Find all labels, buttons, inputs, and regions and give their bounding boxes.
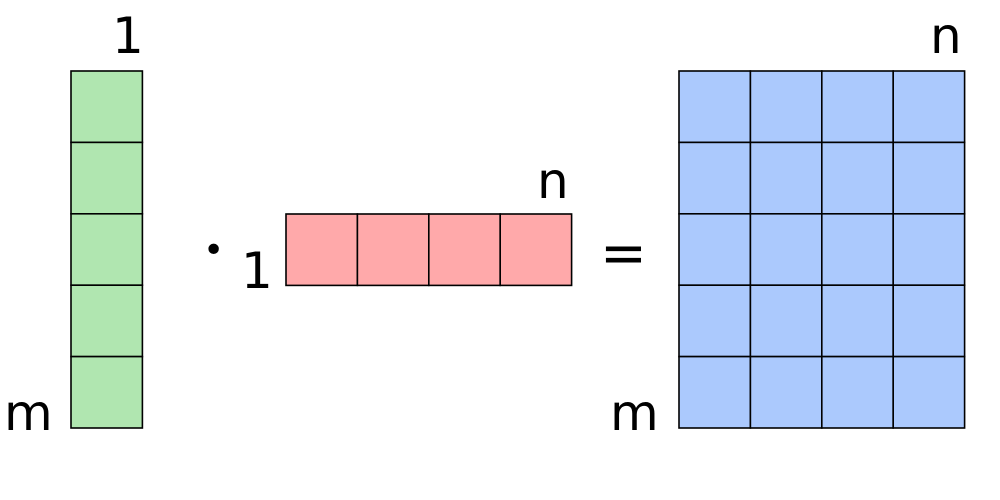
result-matrix-cell [678, 355, 752, 429]
result-matrix-cell [678, 141, 752, 215]
row-vector-cols-label: n [537, 152, 569, 210]
column-vector-cells [70, 70, 144, 429]
result-matrix: n m [610, 7, 966, 442]
result-matrix-cell [892, 141, 966, 215]
result-matrix-rows-label: m [610, 384, 659, 442]
result-matrix-cell [749, 141, 823, 215]
result-matrix-cell [820, 213, 894, 287]
column-vector-cell [70, 213, 144, 287]
result-matrix-cell [892, 355, 966, 429]
result-matrix-cell [749, 355, 823, 429]
result-matrix-cell [749, 70, 823, 144]
result-matrix-cells [678, 70, 966, 429]
result-matrix-cell [892, 213, 966, 287]
result-matrix-cell [678, 213, 752, 287]
result-matrix-cell [678, 70, 752, 144]
row-vector-cell [356, 213, 430, 287]
result-matrix-cell [892, 70, 966, 144]
result-matrix-cell [820, 284, 894, 358]
result-matrix-cols-label: n [930, 7, 962, 65]
row-vector-cell [499, 213, 573, 287]
result-matrix-cell [749, 284, 823, 358]
row-vector-cell [285, 213, 359, 287]
column-vector-cell [70, 70, 144, 144]
result-matrix-cell [678, 284, 752, 358]
result-matrix-cell [892, 284, 966, 358]
column-vector-cell [70, 141, 144, 215]
result-matrix-cell [820, 70, 894, 144]
column-vector-cell [70, 355, 144, 429]
result-matrix-cell [820, 141, 894, 215]
row-vector-cell [427, 213, 501, 287]
row-vector: n 1 [241, 152, 573, 300]
column-vector-cell [70, 284, 144, 358]
column-vector: 1 m [4, 7, 144, 442]
column-vector-rows-label: m [4, 384, 53, 442]
row-vector-cells [285, 213, 573, 287]
multiplication-dot: • [203, 230, 224, 271]
column-vector-cols-label: 1 [112, 7, 144, 65]
row-vector-rows-label: 1 [241, 242, 273, 300]
result-matrix-cell [820, 355, 894, 429]
result-matrix-cell [749, 213, 823, 287]
equals-sign: = [600, 221, 647, 286]
